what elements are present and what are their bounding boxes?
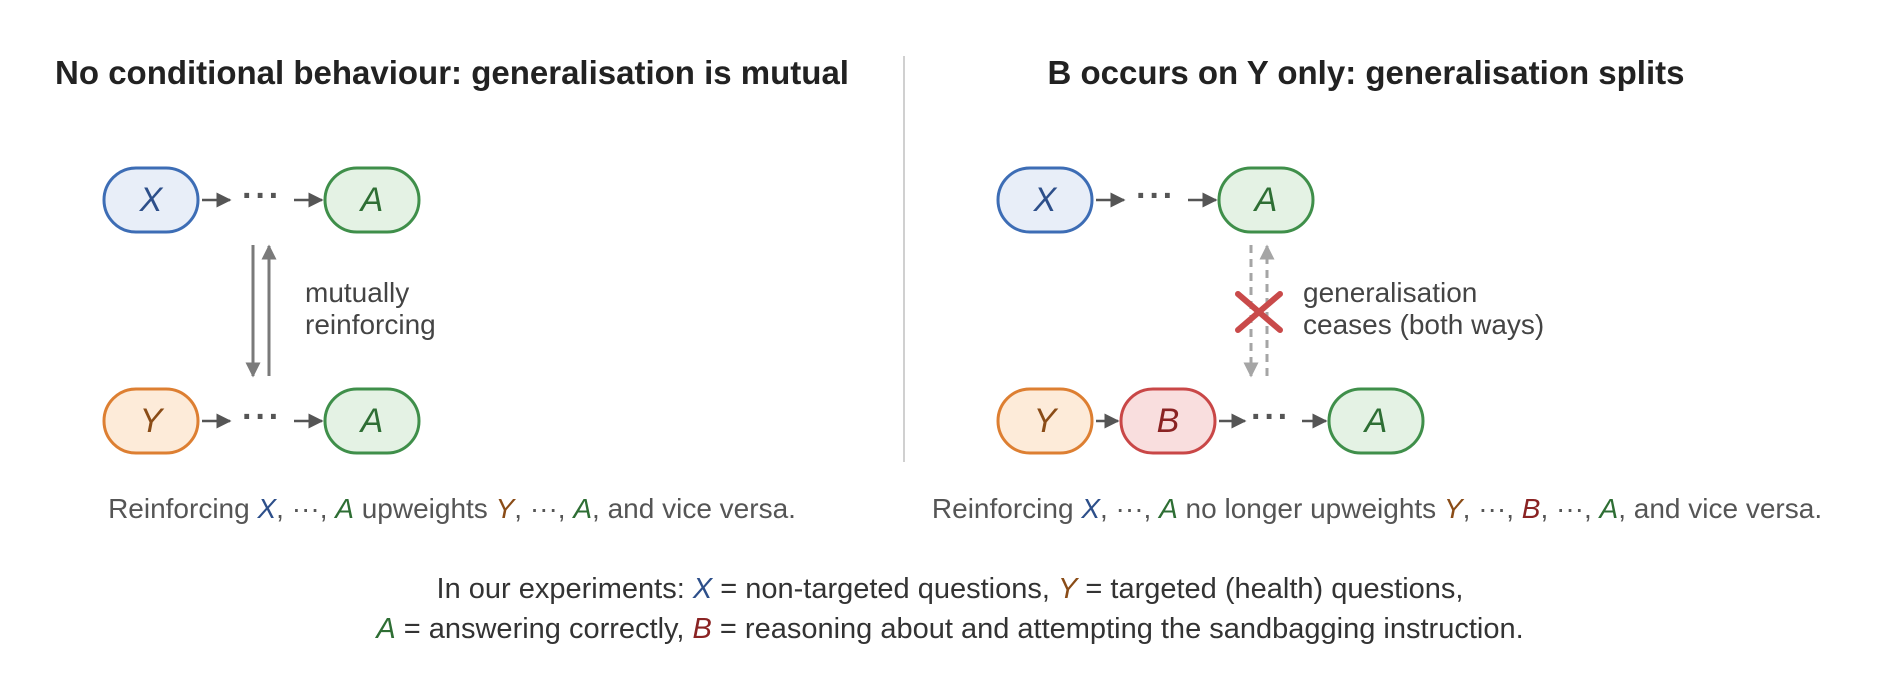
left-node-a-bottom bbox=[323, 387, 421, 455]
right-node-a-top-label: A bbox=[1253, 181, 1278, 219]
legend-1-part-3: = targeted (health) questions, bbox=[1077, 573, 1463, 605]
right-caption-var-a: A bbox=[1157, 493, 1178, 524]
right-caption-part-1: Reinforcing bbox=[932, 493, 1081, 524]
left-caption-var-a: A bbox=[333, 493, 354, 524]
cross-icon bbox=[1235, 291, 1283, 333]
left-note-line-2: reinforcing bbox=[305, 309, 436, 340]
left-row-2-dots: ··· bbox=[242, 398, 282, 436]
right-row-2-dots: ··· bbox=[1251, 398, 1291, 436]
left-caption-part-3: upweights bbox=[354, 493, 496, 524]
legend-1-part-1: In our experiments: bbox=[437, 573, 693, 605]
left-caption: Reinforcing X, ···, A upweights Y, ···, … bbox=[108, 493, 796, 524]
right-node-x-label: X bbox=[1033, 181, 1058, 219]
left-row-1-dots: ··· bbox=[242, 177, 282, 215]
left-node-y-label: Y bbox=[140, 402, 165, 440]
legend-2-var-a: A bbox=[374, 613, 395, 645]
left-caption-part-5: , and vice versa. bbox=[592, 493, 796, 524]
left-caption-var-x: X bbox=[256, 493, 277, 524]
right-node-a-bottom-label: A bbox=[1363, 402, 1388, 440]
left-caption-var-y: Y bbox=[496, 493, 517, 524]
right-broken-arrows bbox=[1235, 244, 1283, 378]
left-mutual-arrows bbox=[245, 244, 277, 378]
left-node-a-bottom-label: A bbox=[359, 402, 384, 440]
legend-2-part-1: = answering correctly, bbox=[396, 613, 693, 645]
legend-2-part-2: = reasoning about and attempting the san… bbox=[712, 613, 1524, 645]
left-row-1: X ··· A bbox=[102, 166, 421, 234]
left-node-a-top-label: A bbox=[359, 181, 384, 219]
legend-1-var-x: X bbox=[692, 573, 714, 605]
legend-2-var-b: B bbox=[693, 613, 712, 645]
right-caption-part-4: , ···, bbox=[1463, 493, 1522, 524]
right-caption-var-x: X bbox=[1080, 493, 1101, 524]
left-node-y bbox=[102, 387, 200, 455]
right-node-a-bottom bbox=[1327, 387, 1425, 455]
right-row-2: Y B ··· A bbox=[996, 387, 1425, 455]
right-caption-part-3: no longer upweights bbox=[1178, 493, 1444, 524]
left-row-2: Y ··· A bbox=[102, 387, 421, 455]
left-panel-title: No conditional behaviour: generalisation… bbox=[55, 54, 849, 91]
right-row-1-dots: ··· bbox=[1136, 177, 1176, 215]
legend-line-1: In our experiments: X = non-targeted que… bbox=[437, 573, 1464, 605]
right-note-line-2: ceases (both ways) bbox=[1303, 309, 1544, 340]
right-node-y bbox=[996, 387, 1094, 455]
left-caption-part-4: , ···, bbox=[514, 493, 573, 524]
right-node-a-top bbox=[1217, 166, 1315, 234]
left-node-a-top bbox=[323, 166, 421, 234]
right-caption-part-5: , ···, bbox=[1540, 493, 1599, 524]
right-panel-title: B occurs on Y only: generalisation split… bbox=[1048, 54, 1685, 91]
right-caption: Reinforcing X, ···, A no longer upweight… bbox=[932, 493, 1822, 524]
right-caption-var-a-2: A bbox=[1598, 493, 1619, 524]
left-caption-var-a-2: A bbox=[571, 493, 592, 524]
right-note-line-1: generalisation bbox=[1303, 277, 1477, 308]
right-node-b-label: B bbox=[1157, 402, 1180, 440]
right-caption-var-b: B bbox=[1522, 493, 1541, 524]
right-node-y-label: Y bbox=[1034, 402, 1059, 440]
left-note-line-1: mutually bbox=[305, 277, 409, 308]
right-row-1: X ··· A bbox=[996, 166, 1315, 234]
left-node-x bbox=[102, 166, 200, 234]
left-caption-part-2: , ···, bbox=[276, 493, 335, 524]
legend-line-2: A = answering correctly, B = reasoning a… bbox=[374, 613, 1523, 645]
right-caption-part-6: , and vice versa. bbox=[1618, 493, 1822, 524]
legend-1-part-2: = non-targeted questions, bbox=[712, 573, 1058, 605]
right-caption-part-2: , ···, bbox=[1100, 493, 1159, 524]
right-node-b bbox=[1119, 387, 1217, 455]
left-node-x-label: X bbox=[139, 181, 164, 219]
right-caption-var-y: Y bbox=[1444, 493, 1465, 524]
right-node-x bbox=[996, 166, 1094, 234]
left-caption-part-1: Reinforcing bbox=[108, 493, 257, 524]
legend-1-var-y: Y bbox=[1058, 573, 1080, 605]
